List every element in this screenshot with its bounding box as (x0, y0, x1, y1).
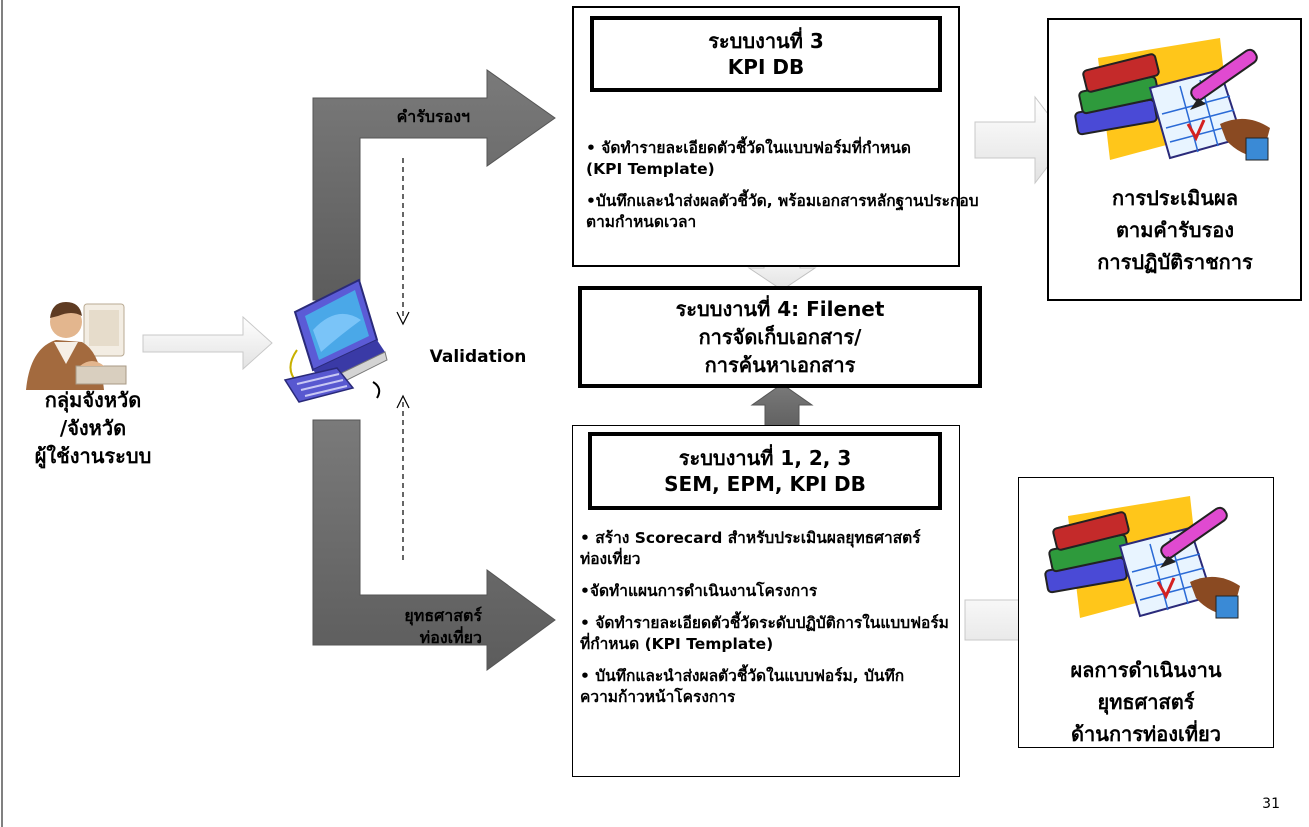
books-and-pen-icon (1070, 28, 1280, 178)
validation-arrowhead-down (396, 311, 410, 326)
books-and-pen-icon (1040, 486, 1250, 636)
system123-bullet-list: • สร้าง Scorecard สำหรับประเมินผลยุทธศาส… (580, 528, 955, 719)
system123-bullet-3: • จัดทำรายละเอียดตัวชี้วัดระดับปฏิบัติกา… (580, 614, 949, 653)
lower-arrow-label-line1: ยุทธศาสตร์ (404, 606, 482, 625)
system123-title-line1: ระบบงานที่ 1, 2, 3 (678, 446, 852, 470)
upper-dark-arrow (312, 69, 556, 301)
outcome-bottom-line2: ยุทธศาสตร์ (1097, 690, 1195, 714)
user-to-computer-arrow (142, 315, 273, 371)
system3-bullet-1: • จัดทำรายละเอียดตัวชี้วัดในแบบฟอร์มที่ก… (586, 139, 911, 178)
computer-icon (277, 270, 397, 410)
lower-arrow-label: ยุทธศาสตร์ ท่องเที่ยว (342, 605, 482, 649)
businessman-at-desk-icon (14, 282, 134, 392)
system4-line2: การจัดเก็บเอกสาร/ (698, 325, 862, 349)
user-label-line2: /จังหวัด (59, 416, 127, 440)
system123-bullet-1: • สร้าง Scorecard สำหรับประเมินผลยุทธศาส… (580, 529, 921, 568)
system4-box: ระบบงานที่ 4: Filenet การจัดเก็บเอกสาร/ … (578, 286, 982, 388)
outcome-bottom-line3: ด้านการท่องเที่ยว (1071, 722, 1221, 746)
outcome-top-label: การประเมินผล ตามคำรับรอง การปฏิบัติราชกา… (1050, 182, 1300, 278)
page-number: 31 (1262, 796, 1280, 812)
system123-bullet-2: •จัดทำแผนการดำเนินงานโครงการ (580, 582, 818, 600)
validation-arrowhead-up (396, 394, 410, 409)
user-label-line1: กลุ่มจังหวัด (44, 388, 142, 412)
lower-arrow-label-line2: ท่องเที่ยว (419, 628, 482, 647)
outcome-top-line1: การประเมินผล (1112, 186, 1238, 210)
system123-bullet-4: • บันทึกและนำส่งผลตัวชี้วัดในแบบฟอร์ม, บ… (580, 667, 905, 706)
system3-bullet-list: • จัดทำรายละเอียดตัวชี้วัดในแบบฟอร์มที่ก… (586, 138, 1001, 244)
system123-title-box: ระบบงานที่ 1, 2, 3 SEM, EPM, KPI DB (588, 432, 942, 510)
system3-title-box: ระบบงานที่ 3 KPI DB (590, 16, 942, 92)
system3-title-line1: ระบบงานที่ 3 (708, 29, 824, 53)
outcome-bottom-label: ผลการดำเนินงาน ยุทธศาสตร์ ด้านการท่องเที… (1020, 654, 1272, 750)
system4-line1: ระบบงานที่ 4: Filenet (675, 297, 885, 321)
system123-title-line2: SEM, EPM, KPI DB (664, 472, 866, 496)
lower-dark-arrow (312, 419, 556, 671)
validation-label: Validation (429, 347, 527, 367)
outcome-bottom-line1: ผลการดำเนินงาน (1070, 658, 1222, 682)
system3-title-line2: KPI DB (727, 55, 805, 79)
upper-arrow-label: คำรับรองฯ (396, 107, 470, 126)
system4-line3: การค้นหาเอกสาร (704, 353, 856, 377)
user-label: กลุ่มจังหวัด /จังหวัด ผู้ใช้งานระบบ (0, 386, 186, 470)
outcome-top-line3: การปฏิบัติราชการ (1097, 250, 1253, 274)
outcome-top-line2: ตามคำรับรอง (1116, 218, 1234, 242)
system3-bullet-2: •บันทึกและนำส่งผลตัวชี้วัด, พร้อมเอกสารห… (586, 192, 979, 231)
user-label-line3: ผู้ใช้งานระบบ (34, 444, 152, 468)
